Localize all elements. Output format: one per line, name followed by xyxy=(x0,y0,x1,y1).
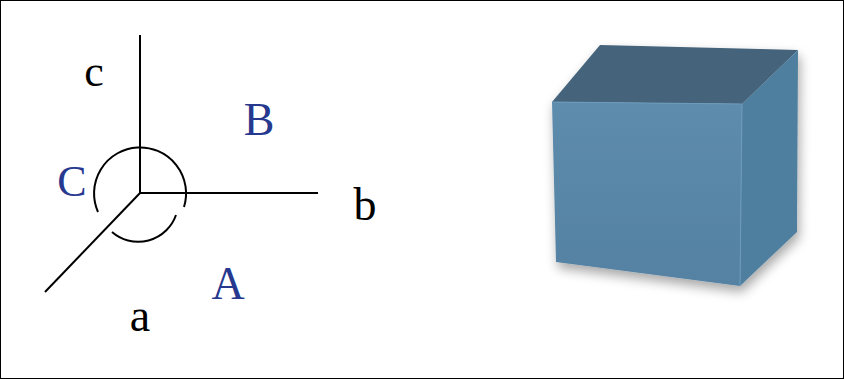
axis-label: a xyxy=(130,293,150,339)
angle-label: B xyxy=(244,97,275,143)
axes xyxy=(45,35,318,292)
axis-label: b xyxy=(354,182,377,228)
axis-label: c xyxy=(84,50,104,94)
box-illustration xyxy=(552,45,798,286)
angle-label: A xyxy=(211,261,244,307)
angle-label: C xyxy=(57,160,86,204)
